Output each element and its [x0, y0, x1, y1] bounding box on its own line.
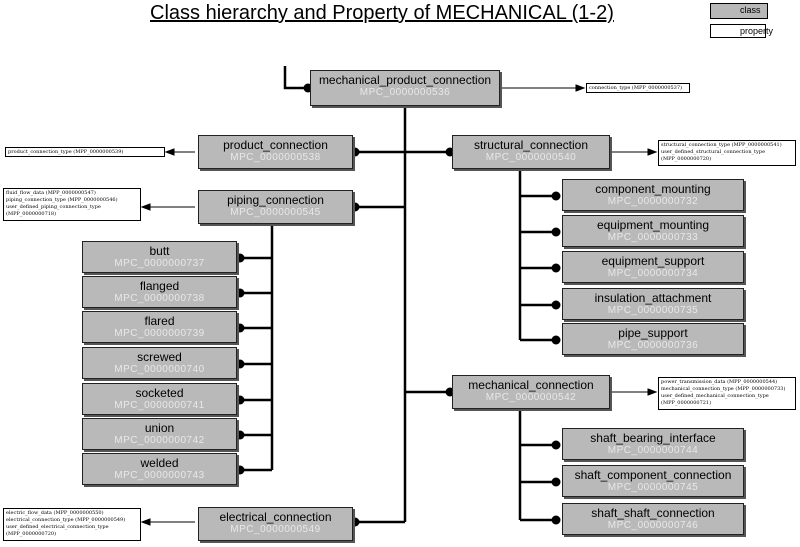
class-code: MPC_0000000549 — [230, 524, 321, 535]
property-box-mechanical-product-connection: connection_type (MPP_0000000537) — [586, 83, 690, 93]
class-code: MPC_0000000733 — [607, 232, 699, 243]
property-line: (MPP_0000000718) — [6, 211, 57, 217]
class-code: MPC_0000000744 — [607, 445, 699, 456]
class-node-butt[interactable]: butt MPC_0000000737 — [82, 241, 237, 273]
class-code: MPC_0000000735 — [607, 305, 699, 316]
property-line: electric_flow_data (MPP_0000000550) — [6, 510, 104, 516]
class-node-flanged[interactable]: flanged MPC_0000000738 — [82, 276, 237, 308]
class-name: shaft_component_connection — [574, 468, 732, 482]
class-name: equipment_mounting — [596, 218, 710, 232]
class-code: MPC_0000000742 — [114, 435, 205, 446]
class-node-pipe-support[interactable]: pipe_support MPC_0000000736 — [562, 323, 744, 355]
class-name: pipe_support — [618, 326, 688, 340]
class-name: equipment_support — [601, 254, 705, 268]
class-node-structural-connection[interactable]: structural_connection MPC_0000000540 — [452, 135, 610, 169]
class-node-insulation-attachment[interactable]: insulation_attachment MPC_0000000735 — [562, 288, 744, 320]
class-name: shaft_bearing_interface — [590, 431, 716, 445]
property-line: product_connection_type (MPP_0000000539) — [8, 149, 124, 155]
class-name: insulation_attachment — [594, 291, 712, 305]
property-line: power_transmission_data (MPP_0000000544) — [661, 379, 778, 385]
legend-class-swatch — [710, 3, 768, 19]
class-node-shaft-shaft-connection[interactable]: shaft_shaft_connection MPC_0000000746 — [562, 503, 744, 535]
property-line: piping_connection_type (MPP_0000000546) — [6, 197, 118, 203]
property-line: connection_type (MPP_0000000537) — [589, 85, 682, 91]
class-node-mechanical-product-connection[interactable]: mechanical_product_connection MPC_000000… — [310, 70, 500, 106]
class-name: flared — [144, 314, 175, 328]
class-code: MPC_0000000746 — [607, 520, 699, 531]
class-name: screwed — [137, 350, 182, 364]
property-line: user_defined_mechanical_connection_type — [661, 393, 769, 399]
legend-property-label: property — [740, 26, 774, 36]
class-name: structural_connection — [473, 138, 589, 152]
class-name: piping_connection — [227, 193, 324, 207]
property-line: (MPP_0000000721) — [661, 400, 712, 406]
property-line: user_defined_structural_connection_type — [661, 149, 766, 155]
class-name: electrical_connection — [219, 510, 332, 524]
class-code: MPC_0000000538 — [230, 152, 321, 163]
class-name: union — [144, 421, 175, 435]
class-node-union[interactable]: union MPC_0000000742 — [82, 418, 237, 450]
class-node-equipment-support[interactable]: equipment_support MPC_0000000734 — [562, 251, 744, 283]
class-node-socketed[interactable]: socketed MPC_0000000741 — [82, 383, 237, 415]
class-name: shaft_shaft_connection — [591, 506, 715, 520]
class-node-mechanical-connection[interactable]: mechanical_connection MPC_0000000542 — [452, 375, 610, 409]
class-node-piping-connection[interactable]: piping_connection MPC_0000000545 — [198, 190, 353, 224]
property-line: structural_connection_type (MPP_00000005… — [661, 142, 782, 148]
class-node-product-connection[interactable]: product_connection MPC_0000000538 — [198, 135, 353, 169]
property-box-mechanical-connection: power_transmission_data (MPP_0000000544)… — [658, 377, 796, 410]
class-code: MPC_0000000732 — [607, 196, 699, 207]
property-box-piping-connection: fluid_flow_data (MPP_0000000547) piping_… — [3, 188, 141, 221]
class-code: MPC_0000000734 — [607, 268, 699, 279]
class-code: MPC_0000000540 — [485, 152, 577, 163]
property-line: electrical_connection_type (MPP_00000005… — [6, 517, 126, 523]
property-box-electrical-connection: electric_flow_data (MPP_0000000550) elec… — [3, 508, 141, 541]
property-box-structural-connection: structural_connection_type (MPP_00000005… — [658, 140, 796, 166]
class-node-screwed[interactable]: screwed MPC_0000000740 — [82, 347, 237, 379]
class-name: butt — [149, 244, 170, 258]
class-code: MPC_0000000542 — [485, 392, 577, 403]
property-line: user_defined_piping_connection_type — [6, 204, 101, 210]
class-code: MPC_0000000740 — [114, 364, 205, 375]
class-name: component_mounting — [595, 182, 711, 196]
diagram-title: Class hierarchy and Property of MECHANIC… — [150, 2, 614, 24]
class-name: socketed — [135, 386, 184, 400]
class-name: product_connection — [223, 138, 328, 152]
class-name: mechanical_product_connection — [318, 73, 492, 87]
class-node-component-mounting[interactable]: component_mounting MPC_0000000732 — [562, 179, 744, 211]
property-line: (MPP_0000000720) — [661, 156, 712, 162]
property-line: fluid_flow_data (MPP_0000000547) — [6, 190, 96, 196]
class-name: mechanical_connection — [468, 378, 594, 392]
class-name: welded — [140, 456, 179, 470]
class-node-equipment-mounting[interactable]: equipment_mounting MPC_0000000733 — [562, 215, 744, 247]
legend-property-swatch — [710, 24, 766, 38]
class-code: MPC_0000000738 — [114, 293, 205, 304]
class-node-electrical-connection[interactable]: electrical_connection MPC_0000000549 — [198, 507, 353, 541]
class-code: MPC_0000000745 — [607, 482, 699, 493]
class-name: flanged — [139, 279, 180, 293]
class-code: MPC_0000000736 — [607, 340, 699, 351]
property-line: user_defined_electrical_connection_type — [6, 524, 109, 530]
class-node-welded[interactable]: welded MPC_0000000743 — [82, 453, 237, 485]
class-code: MPC_0000000743 — [114, 470, 205, 481]
class-node-flared[interactable]: flared MPC_0000000739 — [82, 311, 237, 343]
class-node-shaft-component-connection[interactable]: shaft_component_connection MPC_000000074… — [562, 465, 744, 497]
class-code: MPC_0000000739 — [114, 328, 205, 339]
property-line: (MPP_0000000720) — [6, 531, 57, 537]
class-code: MPC_0000000545 — [230, 207, 321, 218]
class-code: MPC_0000000536 — [359, 87, 451, 98]
property-box-product-connection: product_connection_type (MPP_0000000539) — [5, 147, 165, 157]
class-node-shaft-bearing-interface[interactable]: shaft_bearing_interface MPC_0000000744 — [562, 428, 744, 460]
legend-class-label: class — [740, 5, 761, 15]
class-code: MPC_0000000741 — [114, 400, 205, 411]
class-code: MPC_0000000737 — [114, 258, 205, 269]
property-line: mechanical_connection_type (MPP_00000007… — [661, 386, 786, 392]
